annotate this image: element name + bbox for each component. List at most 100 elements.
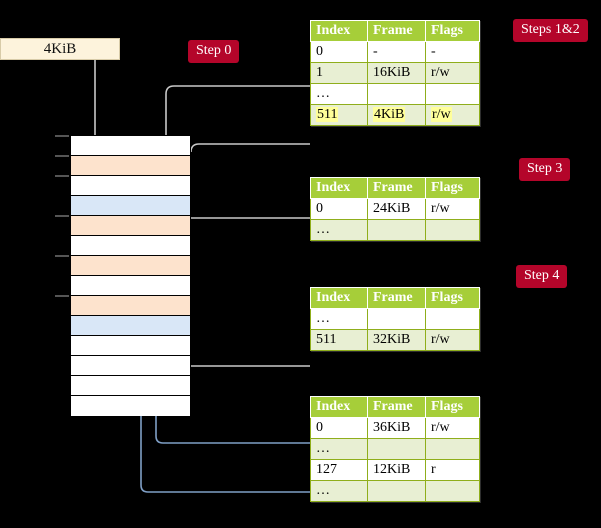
cell-index: 511 [310, 329, 368, 351]
cell-frame [367, 438, 426, 460]
cell-flags: r/w [425, 417, 480, 439]
cell-flags [425, 438, 480, 460]
cell-flags: - [425, 41, 480, 63]
cell-index: 0 [310, 41, 368, 63]
cell-index: 1 [310, 62, 368, 84]
badge-step-4: Step 4 [516, 265, 568, 288]
memory-grid-row [71, 236, 190, 256]
cell-frame: 4KiB [367, 104, 426, 126]
memory-grid-row [71, 176, 190, 196]
cell-index: … [310, 480, 368, 502]
memory-grid-row [71, 196, 190, 216]
cell-frame: 36KiB [367, 417, 426, 439]
column-header-index: Index [310, 287, 368, 309]
memory-grid-tick [55, 155, 69, 157]
cell-index: 127 [310, 459, 368, 481]
highlighted-value: r/w [431, 107, 452, 122]
memory-grid-row [71, 136, 190, 156]
column-header-flags: Flags [425, 287, 480, 309]
column-header-flags: Flags [425, 20, 480, 42]
memory-grid-row [71, 356, 190, 376]
table-row: … [310, 219, 480, 241]
cell-index: … [310, 83, 368, 105]
column-header-index: Index [310, 396, 368, 418]
column-header-index: Index [310, 177, 368, 199]
cell-frame: - [367, 41, 426, 63]
cell-flags [425, 83, 480, 105]
memory-grid-row [71, 296, 190, 316]
cell-frame: 16KiB [367, 62, 426, 84]
column-header-frame: Frame [367, 177, 426, 199]
column-header-index: Index [310, 20, 368, 42]
memory-grid-row [71, 216, 190, 236]
connector-step4 [176, 318, 310, 367]
cell-frame [367, 308, 426, 330]
cell-frame [367, 480, 426, 502]
memory-grid-row [71, 256, 190, 276]
cell-index: … [310, 308, 368, 330]
cell-frame: 24KiB [367, 198, 426, 220]
badge-step-0: Step 0 [188, 40, 240, 63]
column-header-frame: Frame [367, 396, 426, 418]
badge-step-3: Step 3 [519, 158, 571, 181]
table-row: … [310, 438, 480, 460]
cell-frame: 12KiB [367, 459, 426, 481]
memory-grid-row [71, 376, 190, 396]
column-header-frame: Frame [367, 287, 426, 309]
cell-index: … [310, 438, 368, 460]
memory-grid-tick [55, 255, 69, 257]
memory-grid-row [71, 396, 190, 416]
cell-flags: r/w [425, 62, 480, 84]
cell-flags [425, 480, 480, 502]
memory-block-label: 4KiB [43, 40, 77, 57]
table-row: … [310, 83, 480, 105]
badge-steps-1-2: Steps 1&2 [513, 19, 588, 42]
memory-grid-row [71, 156, 190, 176]
cell-flags: r/w [425, 198, 480, 220]
memory-block-4kib: 4KiB [0, 38, 120, 60]
highlighted-value: 511 [316, 107, 339, 122]
table-row: 0-- [310, 41, 480, 63]
memory-grid-tick [55, 135, 69, 137]
cell-flags: r [425, 459, 480, 481]
memory-grid [70, 135, 191, 416]
memory-grid-row [71, 316, 190, 336]
column-header-flags: Flags [425, 396, 480, 418]
memory-grid-tick [55, 175, 69, 177]
table-row: 511 4KiB r/w [310, 104, 480, 126]
cell-index: 0 [310, 417, 368, 439]
cell-flags: r/w [425, 104, 480, 126]
cell-flags [425, 219, 480, 241]
column-header-flags: Flags [425, 177, 480, 199]
cell-flags: r/w [425, 329, 480, 351]
table-row: … [310, 480, 480, 502]
column-header-frame: Frame [367, 20, 426, 42]
memory-grid-row [71, 336, 190, 356]
memory-grid-tick [55, 295, 69, 297]
cell-index: 0 [310, 198, 368, 220]
cell-flags [425, 308, 480, 330]
cell-index: … [310, 219, 368, 241]
cell-index: 511 [310, 104, 368, 126]
memory-grid-tick [55, 215, 69, 217]
cell-frame [367, 83, 426, 105]
cell-frame [367, 219, 426, 241]
memory-grid-ticks [55, 135, 71, 416]
memory-grid-row [71, 276, 190, 296]
table-row: … [310, 308, 480, 330]
highlighted-value: 4KiB [373, 107, 406, 122]
